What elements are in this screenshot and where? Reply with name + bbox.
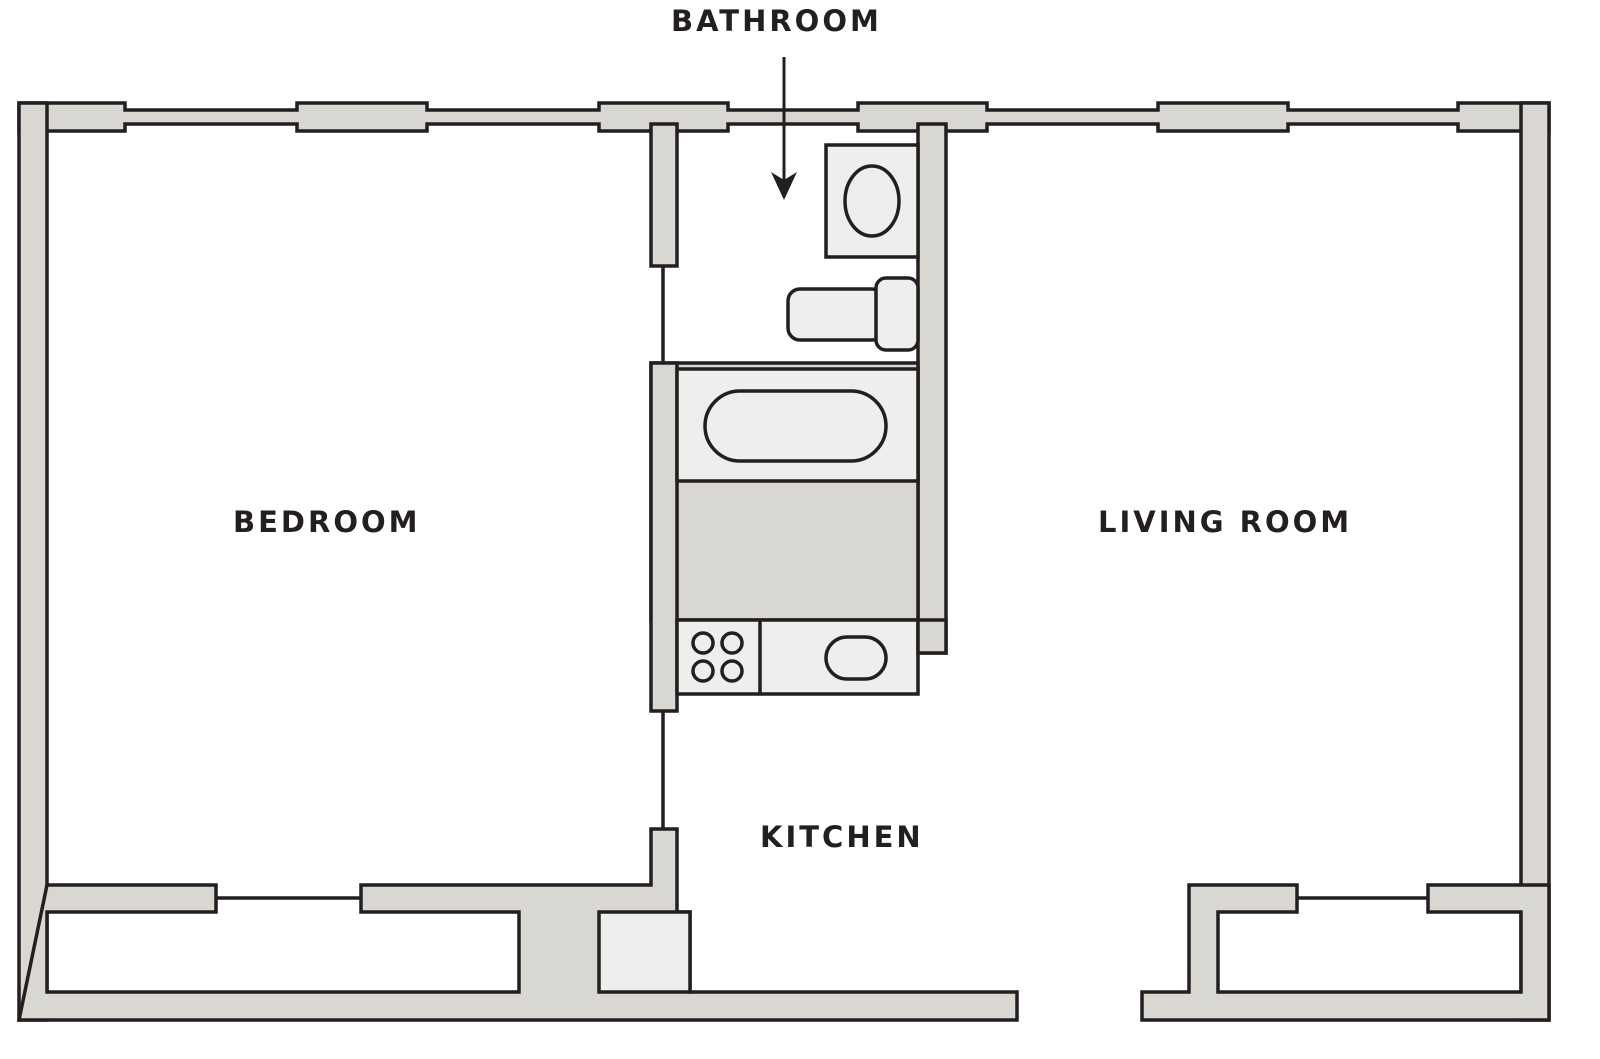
bathtub-basin: [703, 389, 888, 463]
toilet-tank: [874, 276, 920, 352]
right-wall: [1519, 101, 1551, 1022]
bottom-right-wall: [1140, 883, 1551, 1022]
toilet-bowl: [786, 287, 886, 342]
kitchen-sink: [824, 635, 888, 681]
living-room-label: LIVING ROOM: [1098, 505, 1353, 539]
stove-burner: [691, 631, 715, 655]
stove-burner: [720, 631, 744, 655]
kitchen-cabinet: [597, 910, 692, 994]
bathroom-arrow-icon: [771, 57, 797, 200]
bath-living-wall: [916, 122, 948, 655]
partition-stub-top: [649, 122, 679, 268]
kitchen-label: KITCHEN: [760, 820, 924, 854]
bathroom-label: BATHROOM: [671, 4, 882, 38]
stove-burner: [691, 659, 715, 683]
left-wall: [17, 101, 49, 1022]
bedroom-label: BEDROOM: [233, 505, 421, 539]
bath-living-wall-foot: [916, 618, 948, 655]
bottom-left-wall: [16, 827, 1019, 1022]
stove-burner: [720, 659, 744, 683]
bathroom-sink-basin: [843, 164, 901, 238]
partition-stub-mid: [649, 361, 679, 713]
